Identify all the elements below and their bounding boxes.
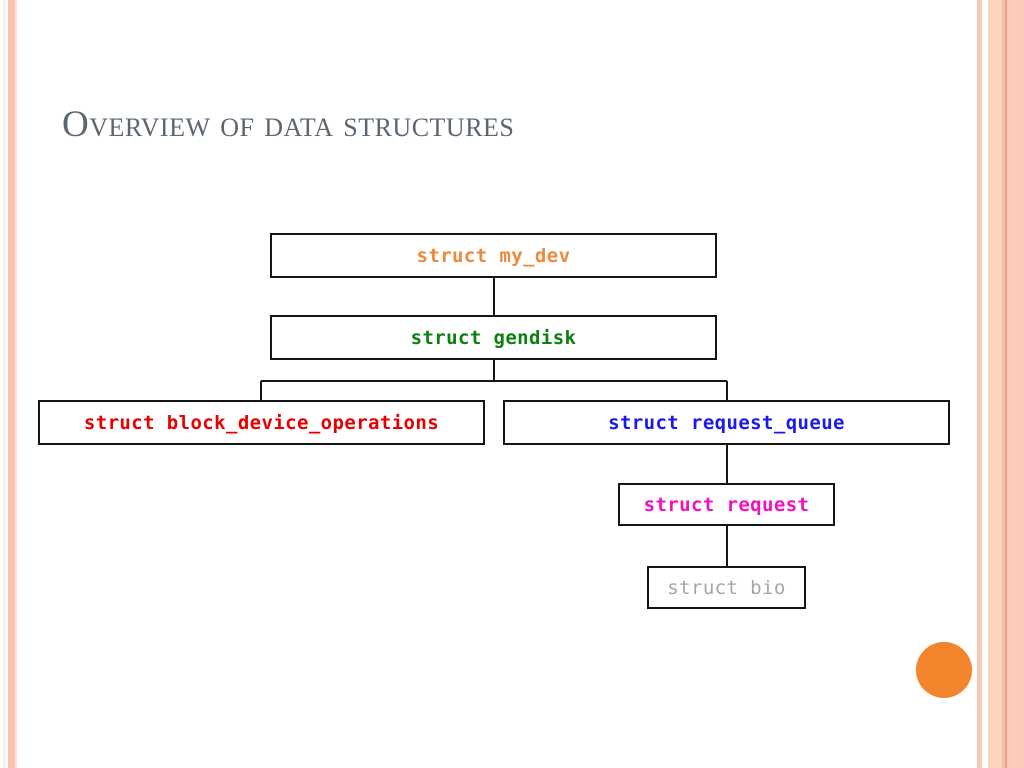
edge-gendisk-request_queue	[726, 381, 728, 400]
orange-circle-decoration	[916, 642, 972, 698]
edge-gendisk-block_device_operations	[260, 381, 262, 400]
edge-request_queue-request	[725, 445, 728, 483]
edge-my_dev-gendisk	[492, 278, 495, 315]
slide-title: Overview of data structures	[62, 104, 515, 145]
diagram-node-gendisk: struct gendisk	[270, 315, 717, 360]
diagram-node-request: struct request	[618, 483, 835, 526]
diagram-node-my_dev: struct my_dev	[270, 233, 717, 278]
diagram-node-bio: struct bio	[647, 566, 806, 609]
edge-gendisk-stem	[492, 360, 495, 381]
edge-request-bio	[725, 526, 728, 566]
diagram-node-request_queue: struct request_queue	[503, 400, 950, 445]
diagram-node-block_device_operations: struct block_device_operations	[38, 400, 485, 445]
edge-gendisk-bus	[261, 380, 727, 382]
